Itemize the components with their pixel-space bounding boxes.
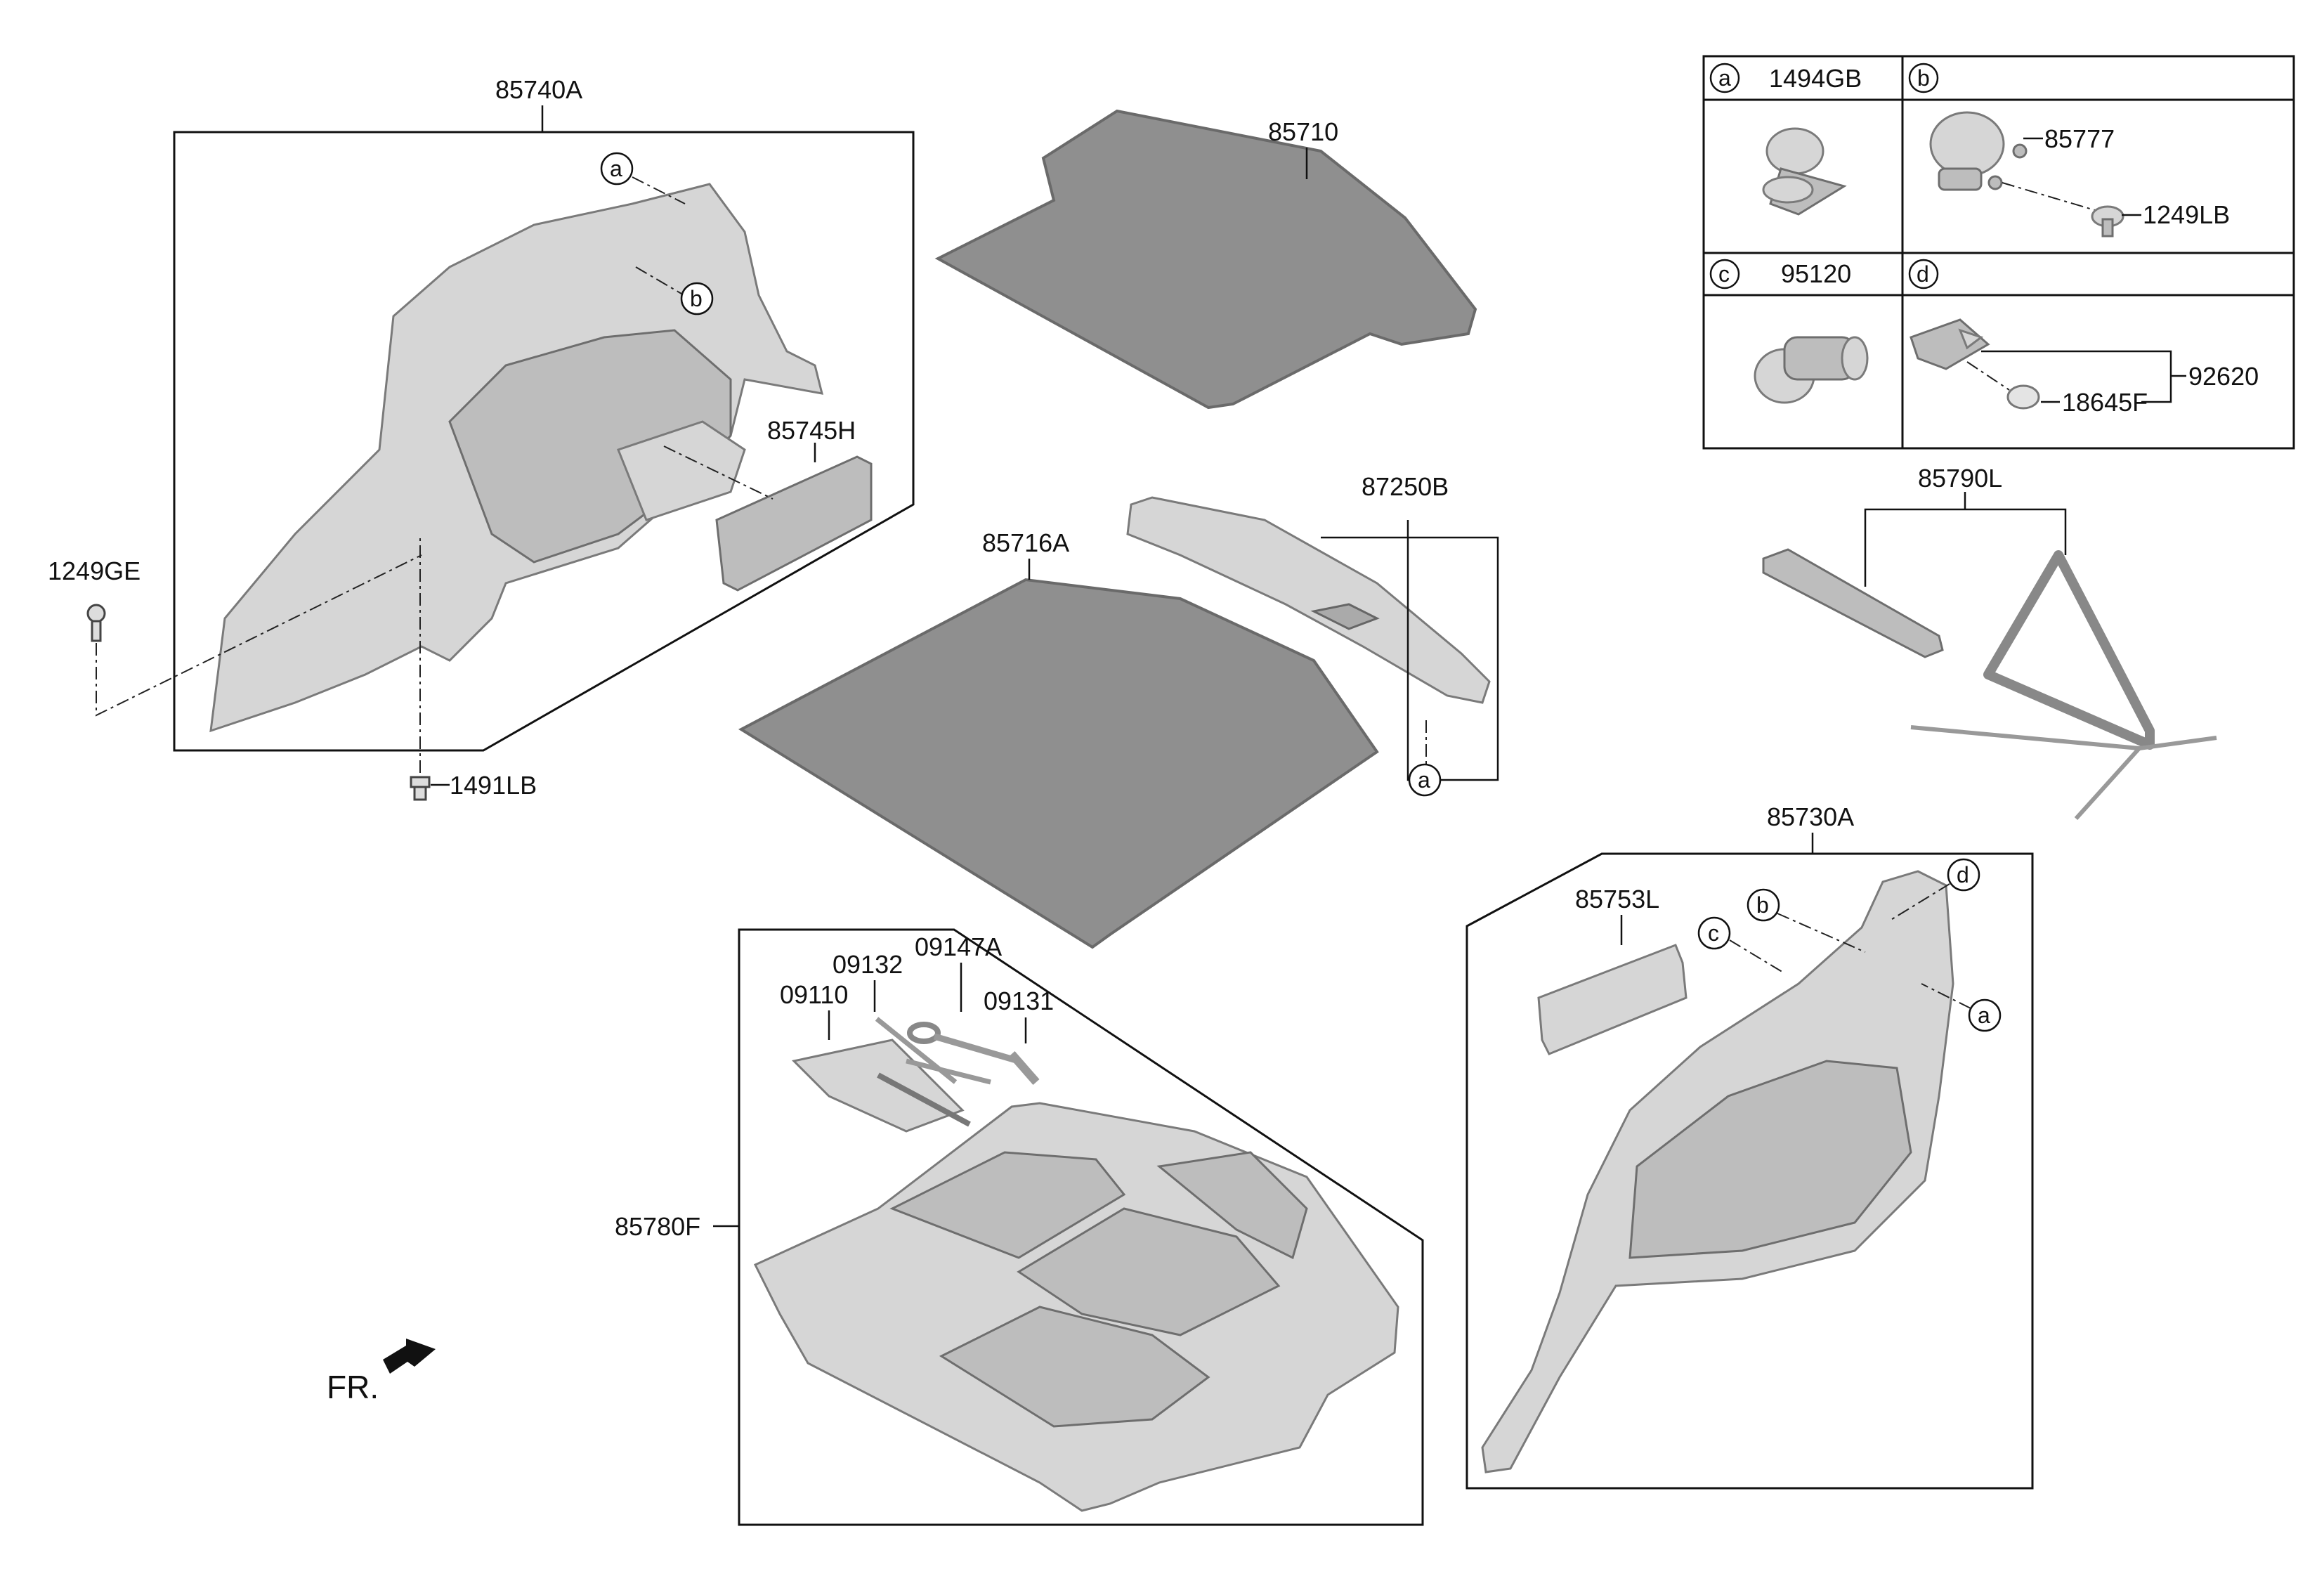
tray-compartment-3	[889, 1151, 1126, 1259]
label-09110: 09110	[780, 980, 848, 1009]
tray-frame	[738, 928, 1424, 1526]
screw-1249LB-icon	[2091, 205, 2124, 237]
label-1491LB: 1491LB	[450, 771, 537, 800]
luggage-board-group: 85710	[934, 109, 1477, 410]
luggage-mat-85716A	[738, 578, 1379, 949]
table-callout-d	[1908, 259, 1939, 289]
label-85790L: 85790L	[1918, 464, 2002, 493]
callout-c-right	[1697, 916, 1731, 950]
front-label: FR.	[327, 1369, 379, 1405]
clip-1491LB-icon	[410, 776, 431, 801]
label-85716A: 85716A	[982, 528, 1069, 557]
warning-triangle-icon	[1910, 550, 2217, 821]
lamp-92620-icon	[1910, 318, 1990, 370]
callout-b-left-text: b	[690, 286, 703, 311]
scuff-plate-group: 87250B a	[1126, 472, 1499, 797]
luggage-mat-group: 85716A	[738, 528, 1379, 949]
callout-a-scuff-text: a	[1418, 767, 1430, 793]
callout-d-right	[1947, 858, 1980, 892]
rod-09131-icon	[906, 1058, 991, 1085]
wrench-09147A-icon	[907, 1022, 1020, 1065]
callout-a-left-text: a	[610, 156, 622, 181]
left-side-trim-pocket	[617, 420, 746, 521]
label-1494GB: 1494GB	[1769, 64, 1862, 93]
label-1249GE: 1249GE	[48, 557, 141, 585]
label-87250B: 87250B	[1362, 472, 1449, 501]
tray-compartment-1	[939, 1306, 1210, 1428]
triangle-case	[1762, 548, 1944, 658]
callout-c-right-text: c	[1708, 920, 1719, 946]
label-95120: 95120	[1781, 259, 1851, 288]
table-callout-d-text: d	[1917, 261, 1929, 287]
tray-compartment-2	[1017, 1207, 1281, 1336]
label-85740A: 85740A	[495, 75, 582, 104]
front-arrow-icon	[383, 1339, 436, 1374]
left-trim-frame	[173, 131, 915, 752]
right-trim-frame	[1465, 852, 2034, 1490]
bulb-18645F-icon	[2006, 384, 2040, 410]
label-09131: 09131	[984, 987, 1054, 1015]
label-85730A: 85730A	[1767, 802, 1854, 831]
label-85745H: 85745H	[767, 416, 856, 445]
clip-1494GB-icon	[1762, 127, 1847, 216]
left-trim-group: 85740A 85745H a b 1249GE 1491LB	[48, 75, 915, 801]
callout-d-right-text: d	[1957, 862, 1969, 887]
table-callout-b	[1908, 63, 1939, 93]
table-callout-a	[1709, 63, 1740, 93]
callout-b-right	[1747, 888, 1780, 922]
label-85777: 85777	[2044, 124, 2115, 153]
table-callout-a-text: a	[1718, 65, 1731, 91]
lamp-95120-icon	[1754, 336, 1869, 404]
left-side-trim-inner	[448, 329, 732, 564]
label-85753L: 85753L	[1575, 885, 1659, 913]
callout-b-right-text: b	[1756, 892, 1769, 918]
luggage-board-85710	[934, 109, 1477, 410]
screw-1249GE-icon	[86, 604, 106, 642]
label-09147A: 09147A	[915, 932, 1002, 961]
table-callout-b-text: b	[1917, 65, 1930, 91]
table-callout-c-text: c	[1718, 261, 1730, 287]
tray-group: 85780F 09132 09147A 09110 09131	[615, 928, 1424, 1526]
front-direction: FR.	[327, 1339, 436, 1405]
callout-a-scuff	[1408, 763, 1442, 797]
tray-compartment-4	[1156, 1151, 1308, 1260]
table-callout-c	[1709, 259, 1740, 289]
fastener-table: a 1494GB b 85777 1249LB c 95120	[1702, 55, 2295, 450]
cover-85753L	[1537, 944, 1687, 1055]
holder-85777-icon	[1929, 111, 2028, 191]
callout-a-right-text: a	[1978, 1003, 1990, 1028]
cover-85745H	[715, 455, 873, 592]
label-09132: 09132	[833, 950, 903, 979]
label-85710: 85710	[1268, 117, 1338, 146]
callout-a-right	[1968, 998, 2002, 1032]
jack-09110-icon	[791, 1039, 971, 1133]
scuff-plate-87250B	[1126, 496, 1491, 704]
label-18645F: 18645F	[2062, 388, 2148, 417]
right-trim-group: 85730A 85753L b c d a	[1465, 802, 2034, 1490]
label-92620: 92620	[2188, 362, 2259, 391]
right-side-trim-inner	[1628, 1060, 1912, 1259]
warning-triangle-group: 85790L	[1762, 464, 2217, 821]
callout-a-left	[600, 152, 634, 186]
label-1249LB: 1249LB	[2143, 200, 2230, 229]
label-85780F: 85780F	[615, 1212, 700, 1241]
callout-b-left	[680, 282, 714, 315]
